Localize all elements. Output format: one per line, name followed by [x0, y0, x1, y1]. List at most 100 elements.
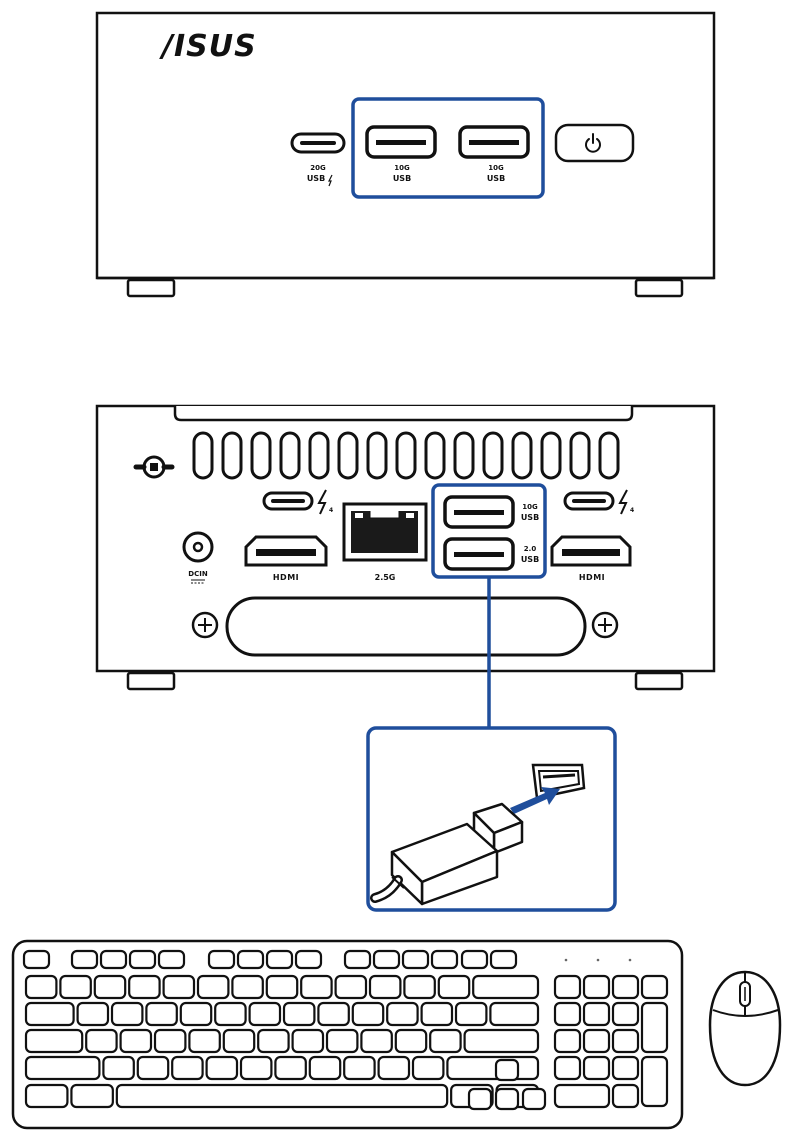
- keyboard-key: [611, 1001, 640, 1027]
- keyboard-key: [553, 1083, 611, 1109]
- usb-a-name-label: USB: [393, 174, 411, 183]
- keyboard-key: [437, 974, 471, 1000]
- keyboard-key: [300, 974, 333, 1000]
- keyboard-key: [368, 974, 402, 1000]
- keyboard-key: [128, 949, 157, 970]
- keyboard-key: [582, 1055, 611, 1081]
- kensington-lock-icon: [133, 455, 175, 479]
- keyboard-key: [521, 1087, 547, 1111]
- keyboard-key: [582, 974, 611, 1000]
- keyboard-key: [454, 1001, 488, 1027]
- keyboard-key: [377, 1055, 411, 1081]
- keyboard-key: [207, 949, 236, 970]
- keyboard-key: [553, 974, 582, 1000]
- usb-plug-icon: [370, 763, 586, 906]
- keyboard-key: [145, 1001, 178, 1027]
- screw-icon: [191, 611, 219, 639]
- keyboard-key: [640, 1055, 669, 1108]
- thunderbolt-icon: [317, 489, 327, 515]
- keyboard-key: [334, 974, 368, 1000]
- keyboard-key: [372, 949, 401, 970]
- keyboard-key: [494, 1058, 520, 1082]
- usb-c-name-label: USB: [307, 174, 325, 183]
- thunderbolt-usb-c-port-right: 4: [563, 489, 634, 515]
- keyboard-key: [196, 974, 230, 1000]
- keyboard-key: [640, 1001, 669, 1054]
- hdmi-port-right: HDMI: [550, 535, 632, 582]
- usb-a-port-front-right: 10G USB: [458, 125, 530, 183]
- keyboard-key: [171, 1055, 204, 1081]
- keyboard-key: [22, 949, 51, 970]
- hdmi-label: HDMI: [579, 573, 605, 582]
- keyboard-key: [136, 1055, 170, 1081]
- usb-a-name-label: USB: [521, 555, 539, 564]
- keyboard-key: [394, 1028, 428, 1054]
- keyboard-key: [467, 1087, 493, 1111]
- keyboard-key: [611, 1028, 640, 1054]
- insert-arrow-icon: [510, 787, 560, 814]
- keyboard-key: [553, 1028, 582, 1054]
- foot: [634, 671, 684, 691]
- keyboard-key: [386, 1001, 419, 1027]
- usb-a-speed-label: 10G: [522, 503, 538, 511]
- keyboard-key: [582, 1001, 611, 1027]
- air-vents: [192, 431, 620, 480]
- keyboard-key: [93, 974, 127, 1000]
- keyboard-key: [317, 1001, 350, 1027]
- keyboard-key: [463, 1028, 540, 1054]
- keyboard-key: [59, 974, 92, 1000]
- keyboard-key: [24, 1055, 101, 1081]
- ethernet-port: 2.5G: [342, 502, 428, 582]
- usb-a-name-label: USB: [521, 513, 539, 522]
- keyboard-key: [343, 949, 372, 970]
- keyboard-key: [472, 974, 540, 1000]
- keyboard-key: [553, 1001, 582, 1027]
- rear-panel: 4 4 DCIN HDMI: [95, 404, 716, 691]
- keyboard-key: [420, 1001, 454, 1027]
- keyboard-key: [343, 1055, 376, 1081]
- usb-a-speed-label: 10G: [394, 164, 410, 172]
- keyboard-key: [24, 974, 58, 1000]
- keyboard-key: [236, 949, 265, 970]
- keyboard-key: [214, 1001, 247, 1027]
- keyboard-key: [611, 1055, 640, 1081]
- keyboard-key: [24, 1083, 69, 1109]
- usb-a-port-front-left: 10G USB: [365, 125, 437, 183]
- keyboard-key: [429, 1028, 462, 1054]
- keyboard-key: [411, 1055, 445, 1081]
- usb-a-port-rear-bottom: 2.0 USB: [443, 537, 539, 571]
- thunderbolt-icon: [618, 489, 628, 515]
- usb-a-speed-label: 10G: [488, 164, 504, 172]
- foot: [126, 278, 176, 298]
- keyboard-key: [115, 1083, 449, 1109]
- keyboard-key: [70, 949, 99, 970]
- keyboard-key: [430, 949, 459, 970]
- keyboard-key: [489, 1001, 540, 1027]
- keyboard-key: [24, 1001, 75, 1027]
- keyboard-key: [248, 1001, 282, 1027]
- thunderbolt-usb-c-port-left: 4: [262, 489, 333, 515]
- dc-in-port: DCIN: [182, 531, 214, 584]
- power-icon: [585, 133, 601, 153]
- keyboard-key: [460, 949, 489, 970]
- keyboard-key: [222, 1028, 256, 1054]
- rear-bottom-slot: [225, 596, 587, 657]
- usb-a-port-rear-top: 10G USB: [443, 495, 539, 529]
- keyboard-key: [239, 1055, 273, 1081]
- usb-a-name-label: USB: [487, 174, 505, 183]
- keyboard-key: [446, 1055, 540, 1081]
- keyboard-key: [360, 1028, 393, 1054]
- keyboard-key: [282, 1001, 316, 1027]
- keyboard-key: [99, 949, 128, 970]
- keyboard-key: [179, 1001, 213, 1027]
- keyboard-key: [489, 949, 518, 970]
- foot: [126, 671, 176, 691]
- keyboard-key: [102, 1055, 135, 1081]
- usb-a-speed-label: 2.0: [524, 545, 537, 553]
- keyboard-key: [188, 1028, 221, 1054]
- keyboard-key: [265, 949, 294, 970]
- keyboard-key: [553, 1055, 582, 1081]
- keyboard-key: [403, 974, 436, 1000]
- keyboard-key: [162, 974, 196, 1000]
